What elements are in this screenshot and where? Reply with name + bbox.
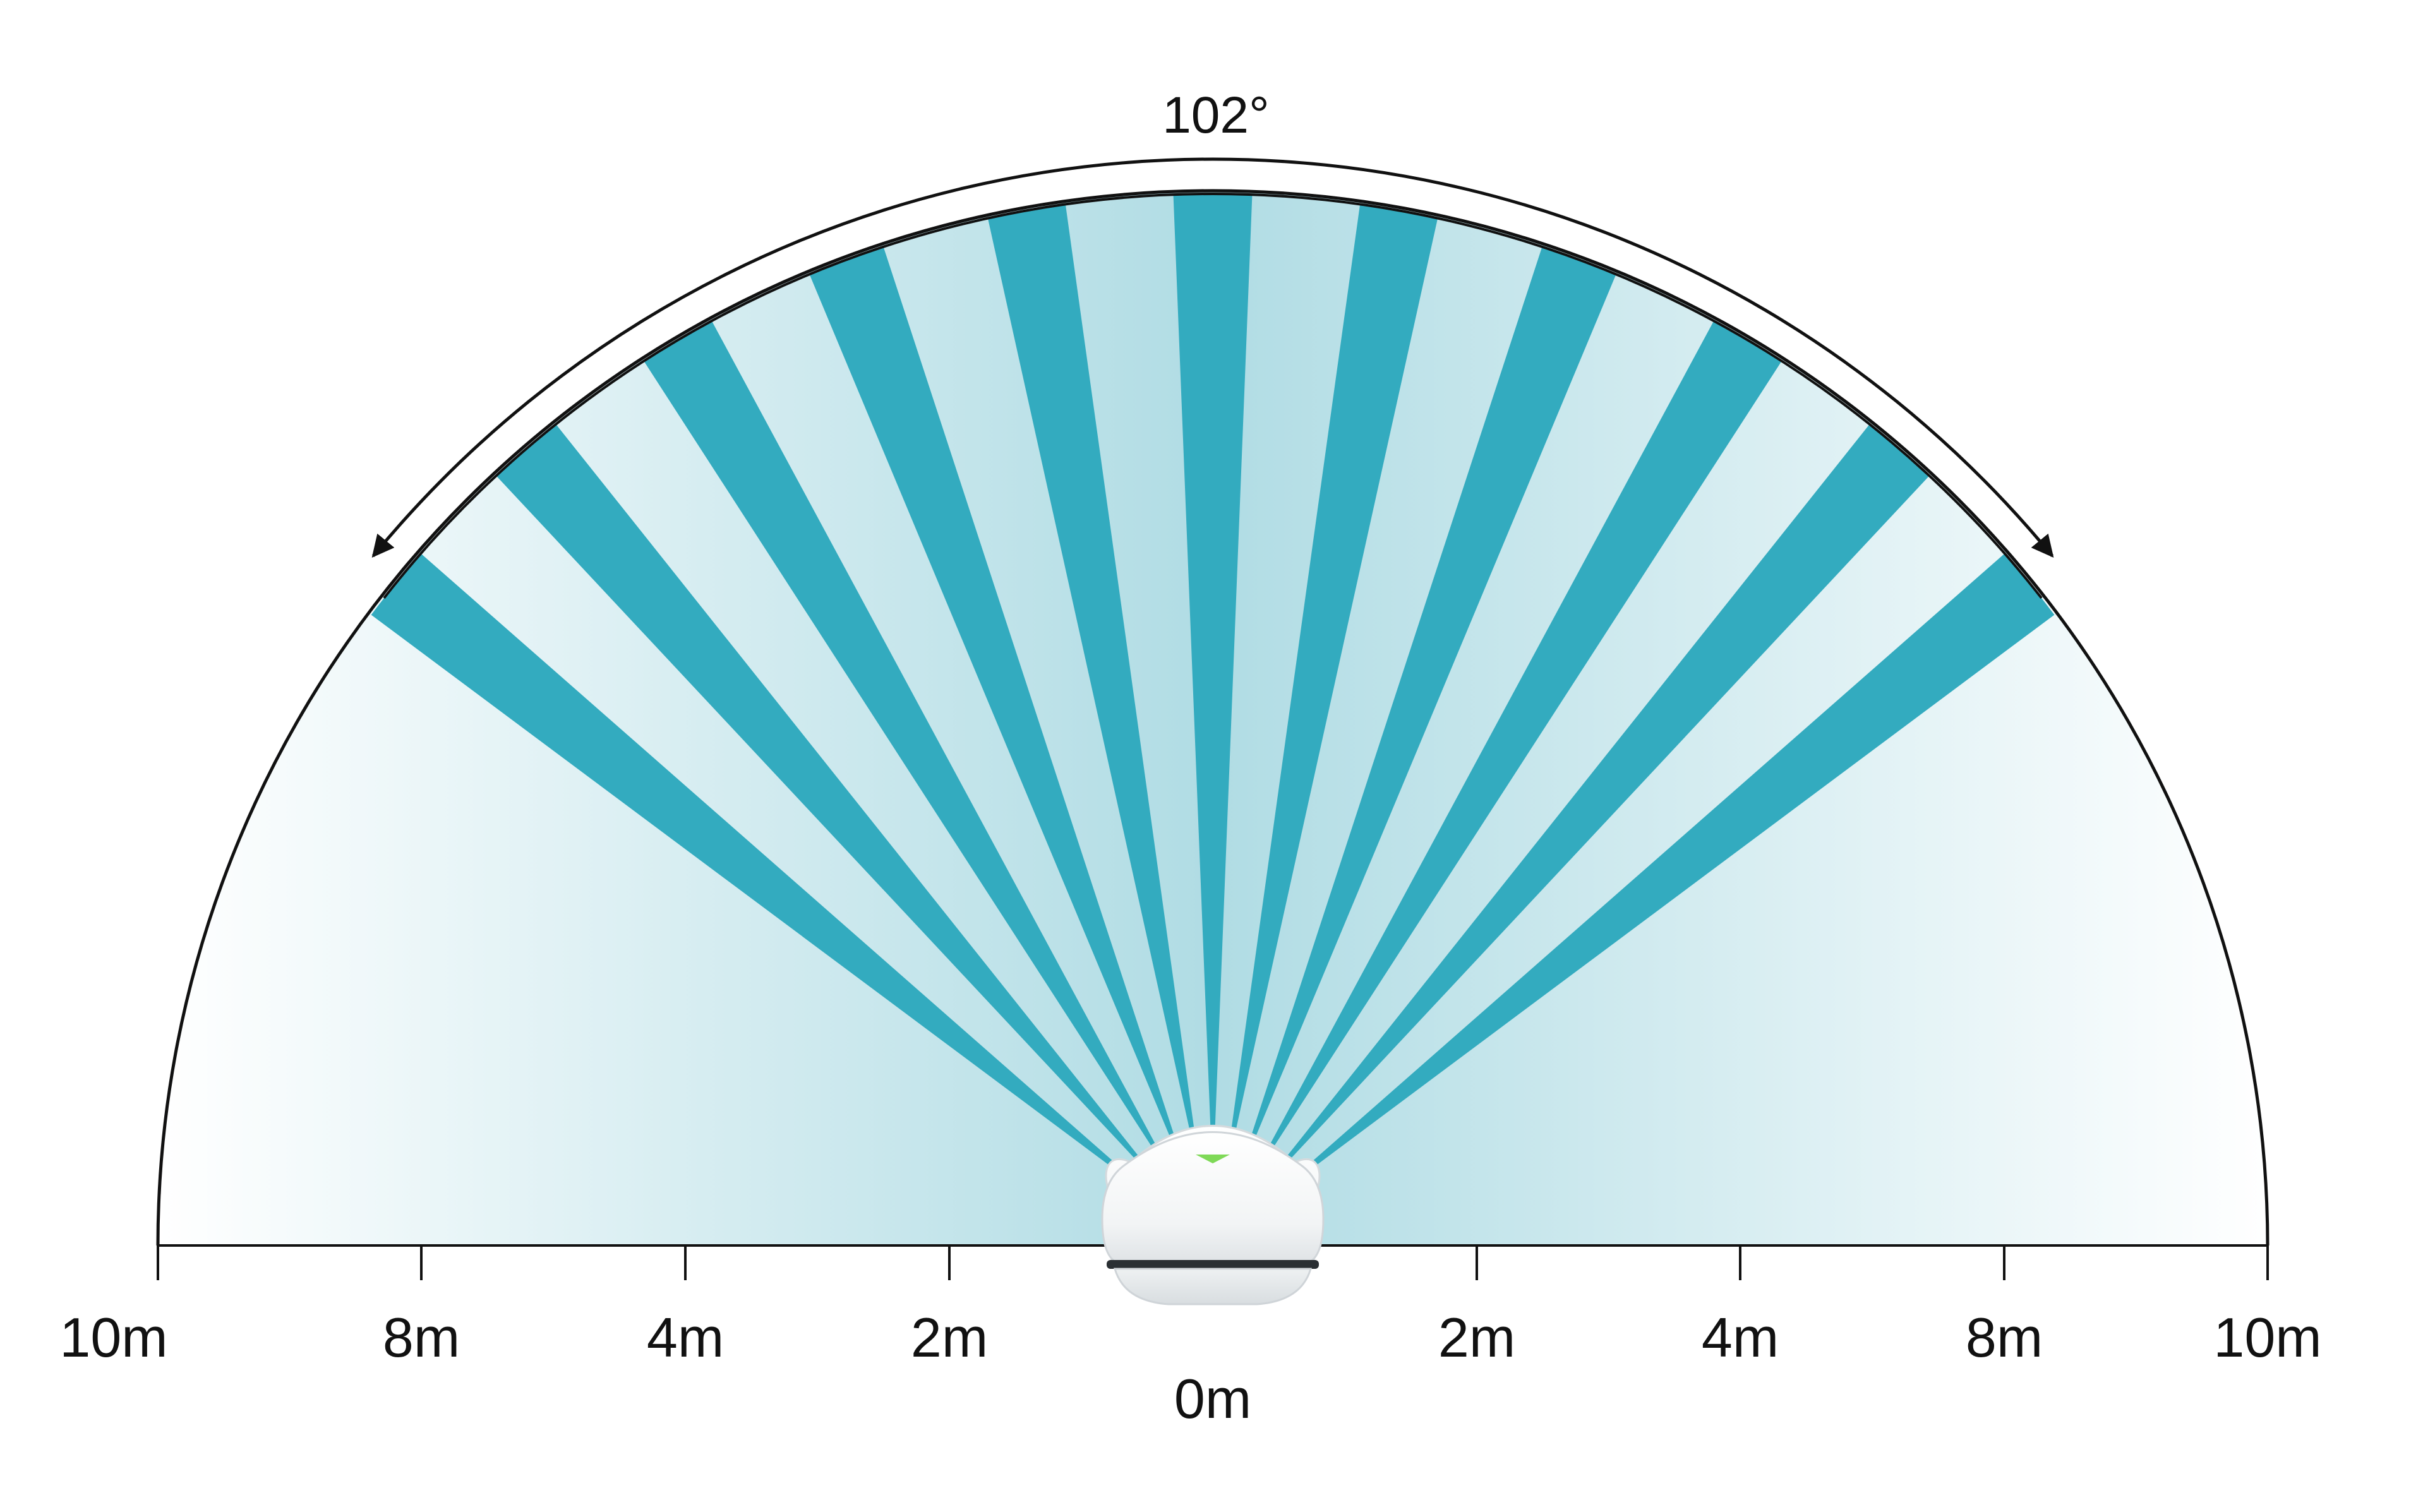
tick-label-right-4m: 4m [1702, 1306, 1779, 1369]
detection-beam [1252, 424, 1930, 1201]
detection-beam [1223, 204, 1438, 1187]
tick-label-right-8m: 8m [1966, 1306, 2043, 1369]
field-of-view-arrow [371, 157, 2054, 558]
distance-axis-ticks [157, 1245, 2269, 1280]
detection-beam [496, 424, 1174, 1201]
detection-zone-outline [156, 189, 2270, 1246]
detection-beam [371, 553, 1167, 1208]
tick-label-left-4m: 4m [647, 1306, 724, 1369]
presence-sensor-icon [1101, 1125, 1325, 1305]
tick-label-left-10m: 10m [59, 1306, 167, 1369]
field-of-view-label: 102° [1162, 87, 1270, 144]
tick-label-left-2m: 2m [911, 1306, 988, 1369]
tick-label-center-0m: 0m [1174, 1367, 1251, 1430]
distance-axis-labels: 10m 8m 4m 2m 0m 2m 4m 8m 10m [59, 1306, 2321, 1430]
detection-beam [987, 204, 1203, 1187]
tick-label-right-10m: 10m [2213, 1306, 2321, 1369]
detection-beam [1234, 246, 1616, 1189]
beam-range-arc [383, 193, 2043, 599]
tick-label-right-2m: 2m [1438, 1306, 1515, 1369]
detection-beam [1173, 194, 1253, 1185]
detection-beam [1259, 553, 2055, 1208]
detection-beam [809, 246, 1192, 1189]
tick-label-left-8m: 8m [383, 1306, 460, 1369]
